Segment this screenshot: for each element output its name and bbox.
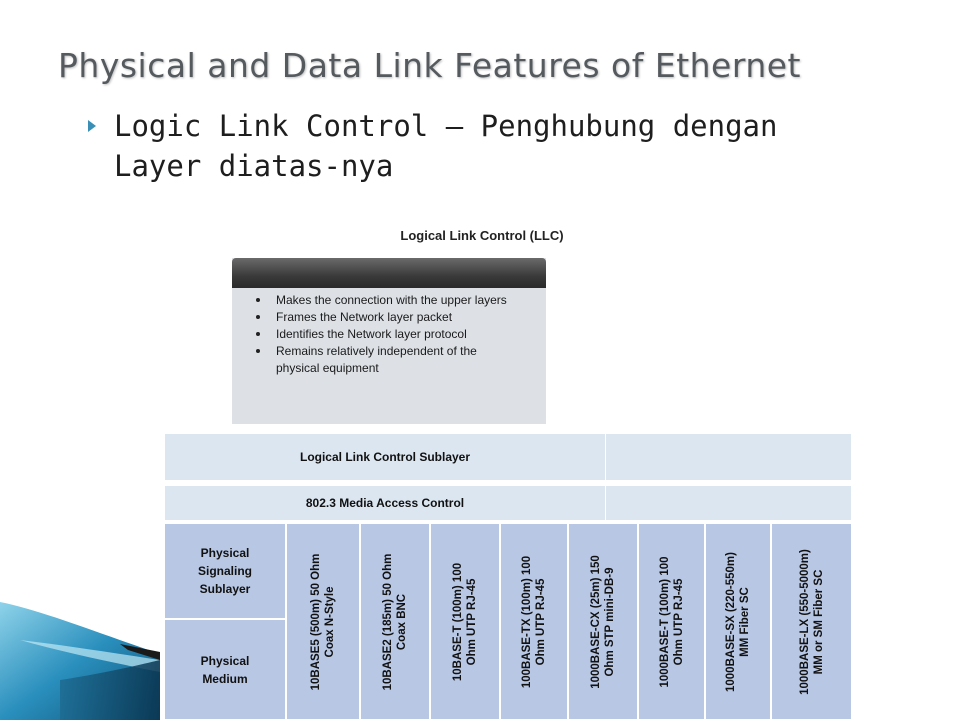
cell-line: Physical xyxy=(200,653,250,668)
mac-sublayer-row: 802.3 Media Access Control xyxy=(164,485,852,521)
bullet-item: Logic Link Control – Penghubung dengan L… xyxy=(88,106,868,186)
media-line: Ohm UTP RJ-45 xyxy=(672,578,685,665)
media-cell: 1000BASE-LX (550-5000m)MM or SM Fiber SC xyxy=(771,523,852,720)
decorative-swoosh-graphic xyxy=(0,602,160,720)
llc-sublayer-cell: Logical Link Control Sublayer xyxy=(165,434,606,480)
list-item: Remains relatively independent of the xyxy=(256,343,546,360)
bullet-dot-icon xyxy=(256,315,260,319)
media-line: Ohm STP mini-DB-9 xyxy=(604,566,616,677)
triangle-bullet-icon xyxy=(88,120,96,132)
media-line: 1000BASE-LX (550-5000m) xyxy=(798,548,811,695)
mac-cell: 802.3 Media Access Control xyxy=(165,486,606,520)
cell-line: Medium xyxy=(202,671,248,686)
physical-medium-cell: Physical Medium xyxy=(164,619,286,720)
media-line: Ohm UTP RJ-45 xyxy=(466,578,478,665)
llc-panel-header xyxy=(232,258,546,288)
bullet-line: Layer diatas-nya xyxy=(114,149,394,183)
list-item-text: Identifies the Network layer protocol xyxy=(276,327,467,341)
ethernet-layer-table: Logical Link Control Sublayer 802.3 Medi… xyxy=(164,433,852,720)
list-item: Frames the Network layer packet xyxy=(256,309,546,326)
cell-line: Signaling xyxy=(198,564,252,578)
bullet-dot-icon xyxy=(256,349,260,353)
media-line: Coax BNC xyxy=(396,593,408,650)
media-line: 100BASE-TX (100m) 100 xyxy=(521,555,533,688)
bullet-dot-icon xyxy=(256,298,260,302)
list-item: Identifies the Network layer protocol xyxy=(256,326,546,343)
physical-signaling-cell: Physical Signaling Sublayer xyxy=(164,523,286,619)
llc-sublayer-row: Logical Link Control Sublayer xyxy=(164,433,852,481)
cell-line: Sublayer xyxy=(199,582,251,596)
media-line: Ohm UTP RJ-45 xyxy=(535,578,547,665)
list-item: Makes the connection with the upper laye… xyxy=(256,292,546,309)
bullet-text: Logic Link Control – Penghubung dengan L… xyxy=(114,106,868,186)
media-line: 1000BASE-SX (220-550m) xyxy=(725,551,737,692)
media-line: 1000BASE-T (100m) 100 xyxy=(658,555,671,688)
list-item-continuation: physical equipment xyxy=(276,360,546,377)
media-cell: 1000BASE-SX (220-550m)MM Fiber SC xyxy=(705,523,771,720)
media-line: MM or SM Fiber SC xyxy=(812,569,825,674)
bullet-line: Logic Link Control – Penghubung dengan xyxy=(114,109,778,143)
bullet-dot-icon xyxy=(256,332,260,336)
llc-feature-list: Makes the connection with the upper laye… xyxy=(232,288,546,377)
media-line: 1000BASE-CX (25m) 150 xyxy=(590,554,602,689)
slide-title: Physical and Data Link Features of Ether… xyxy=(58,46,801,85)
media-line: 10BASE2 (185m) 50 Ohm xyxy=(382,553,394,690)
llc-figure-title: Logical Link Control (LLC) xyxy=(400,228,564,243)
llc-panel: Makes the connection with the upper laye… xyxy=(232,258,546,424)
list-item-text: Remains relatively independent of the xyxy=(276,344,477,358)
list-item-text: physical equipment xyxy=(276,361,379,375)
media-line: MM Fiber SC xyxy=(739,586,751,657)
media-line: 10BASE-T (100m) 100 xyxy=(452,562,464,681)
list-item-text: Frames the Network layer packet xyxy=(276,310,453,324)
media-line: Coax N-Style xyxy=(324,586,336,657)
cell-line: Physical xyxy=(200,546,250,560)
media-line: 10BASE5 (500m) 50 Ohm xyxy=(310,553,322,690)
list-item-text: Makes the connection with the upper laye… xyxy=(276,293,507,307)
